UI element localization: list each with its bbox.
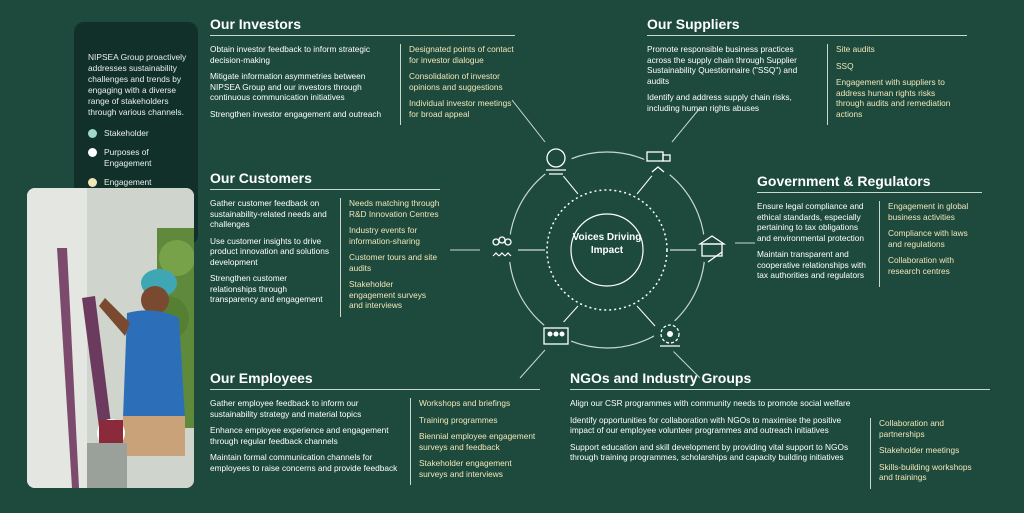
- purpose-item: Maintain formal communication channels f…: [210, 452, 398, 473]
- section-title: Our Suppliers: [647, 16, 967, 36]
- purposes-list: Align our CSR programmes with community …: [570, 398, 870, 489]
- purpose-item: Gather employee feedback to inform our s…: [210, 398, 362, 419]
- mechanism-item: Site audits: [836, 44, 875, 54]
- mechanism-item: Consolidation of investor opinions and s…: [409, 71, 503, 92]
- employee-icon: [540, 320, 572, 352]
- section-title: NGOs and Industry Groups: [570, 370, 990, 390]
- mechanism-item: Compliance with laws and regulations: [888, 228, 968, 249]
- purposes-list: Gather customer feedback on sustainabili…: [210, 198, 340, 317]
- intro-text: NIPSEA Group proactively addresses susta…: [88, 52, 187, 117]
- mechanism-item: Collaboration with research centres: [888, 255, 954, 276]
- purpose-item: Obtain investor feedback to inform strat…: [210, 44, 371, 65]
- mechanism-item: Individual investor meetings for broad a…: [409, 98, 512, 119]
- purposes-list: Promote responsible business practices a…: [647, 44, 827, 125]
- purpose-item: Gather customer feedback on sustainabili…: [210, 198, 327, 229]
- customer-icon: [486, 232, 518, 264]
- mechanism-item: Customer tours and site audits: [349, 252, 438, 273]
- section-suppliers: Our Suppliers Promote responsible busine…: [647, 16, 967, 125]
- purposes-dot-icon: [88, 148, 97, 157]
- purposes-list: Ensure legal compliance and ethical stan…: [757, 201, 879, 287]
- purpose-item: Maintain transparent and cooperative rel…: [757, 249, 866, 280]
- mechanism-item: Stakeholder meetings: [879, 445, 960, 455]
- purpose-item: Mitigate information asymmetries between…: [210, 71, 366, 102]
- mechanisms-dot-icon: [88, 178, 97, 187]
- mechanisms-list: Workshops and briefings Training program…: [410, 398, 538, 485]
- ngo-icon: [654, 320, 686, 352]
- section-title: Our Employees: [210, 370, 540, 390]
- mechanisms-list: Collaboration and partnerships Stakehold…: [870, 418, 980, 489]
- legend-label: Purposes of Engagement: [104, 147, 152, 168]
- mechanism-item: Biennial employee engagement surveys and…: [419, 431, 536, 452]
- purpose-item: Promote responsible business practices a…: [647, 44, 798, 86]
- purposes-list: Gather employee feedback to inform our s…: [210, 398, 410, 485]
- section-ngos: NGOs and Industry Groups Align our CSR p…: [570, 370, 990, 489]
- mechanism-item: Collaboration and partnerships: [879, 418, 945, 439]
- purpose-item: Identify and address supply chain risks,…: [647, 92, 792, 113]
- supplier-icon: [644, 146, 676, 178]
- section-title: Government & Regulators: [757, 173, 982, 193]
- mechanism-item: SSQ: [836, 60, 854, 71]
- purpose-item: Strengthen investor engagement and outre…: [210, 108, 382, 119]
- mechanism-item: Skills-building workshops and trainings: [879, 461, 972, 483]
- mechanism-item: Stakeholder engagement surveys and inter…: [419, 458, 512, 479]
- section-government: Government & Regulators Ensure legal com…: [757, 173, 982, 287]
- mechanism-item: Engagement with suppliers to address hum…: [836, 77, 951, 119]
- section-investors: Our Investors Obtain investor feedback t…: [210, 16, 515, 125]
- legend-stakeholder: Stakeholder: [88, 128, 190, 139]
- mechanism-item: Needs matching through R&D Innovation Ce…: [349, 198, 440, 219]
- stakeholder-dot-icon: [88, 129, 97, 138]
- section-title: Our Investors: [210, 16, 515, 36]
- mechanism-item: Training programmes: [419, 414, 498, 425]
- investor-icon: [540, 146, 572, 178]
- mechanism-item: Stakeholder engagement surveys and inter…: [349, 279, 427, 310]
- legend-label: Stakeholder: [104, 128, 149, 138]
- mechanisms-list: Site audits SSQ Engagement with supplier…: [827, 44, 957, 125]
- mechanism-item: Engagement in global business activities: [888, 201, 969, 222]
- legend-purposes: Purposes of Engagement: [88, 147, 190, 169]
- purposes-list: Obtain investor feedback to inform strat…: [210, 44, 400, 125]
- purpose-item: Use customer insights to drive product i…: [210, 235, 330, 267]
- mechanism-item: Designated points of contact for investo…: [409, 44, 514, 65]
- mechanisms-list: Needs matching through R&D Innovation Ce…: [340, 198, 440, 317]
- section-customers: Our Customers Gather customer feedback o…: [210, 170, 440, 317]
- mechanisms-list: Engagement in global business activities…: [879, 201, 979, 287]
- section-title: Our Customers: [210, 170, 440, 190]
- purpose-item: Align our CSR programmes with community …: [570, 398, 851, 408]
- mechanism-item: Workshops and briefings: [419, 398, 511, 408]
- employee-photo: [27, 188, 194, 488]
- mechanisms-list: Designated points of contact for investo…: [400, 44, 515, 125]
- purpose-item: Identify opportunities for collaboration…: [570, 414, 842, 436]
- purpose-item: Ensure legal compliance and ethical stan…: [757, 201, 865, 243]
- center-label: Voices Driving Impact: [572, 232, 642, 256]
- purpose-item: Strengthen customer relationships throug…: [210, 273, 323, 304]
- purpose-item: Enhance employee experience and engageme…: [210, 425, 389, 446]
- mechanism-item: Industry events for information-sharing: [349, 225, 421, 246]
- government-icon: [696, 232, 728, 264]
- purpose-item: Support education and skill development …: [570, 441, 849, 463]
- section-employees: Our Employees Gather employee feedback t…: [210, 370, 540, 485]
